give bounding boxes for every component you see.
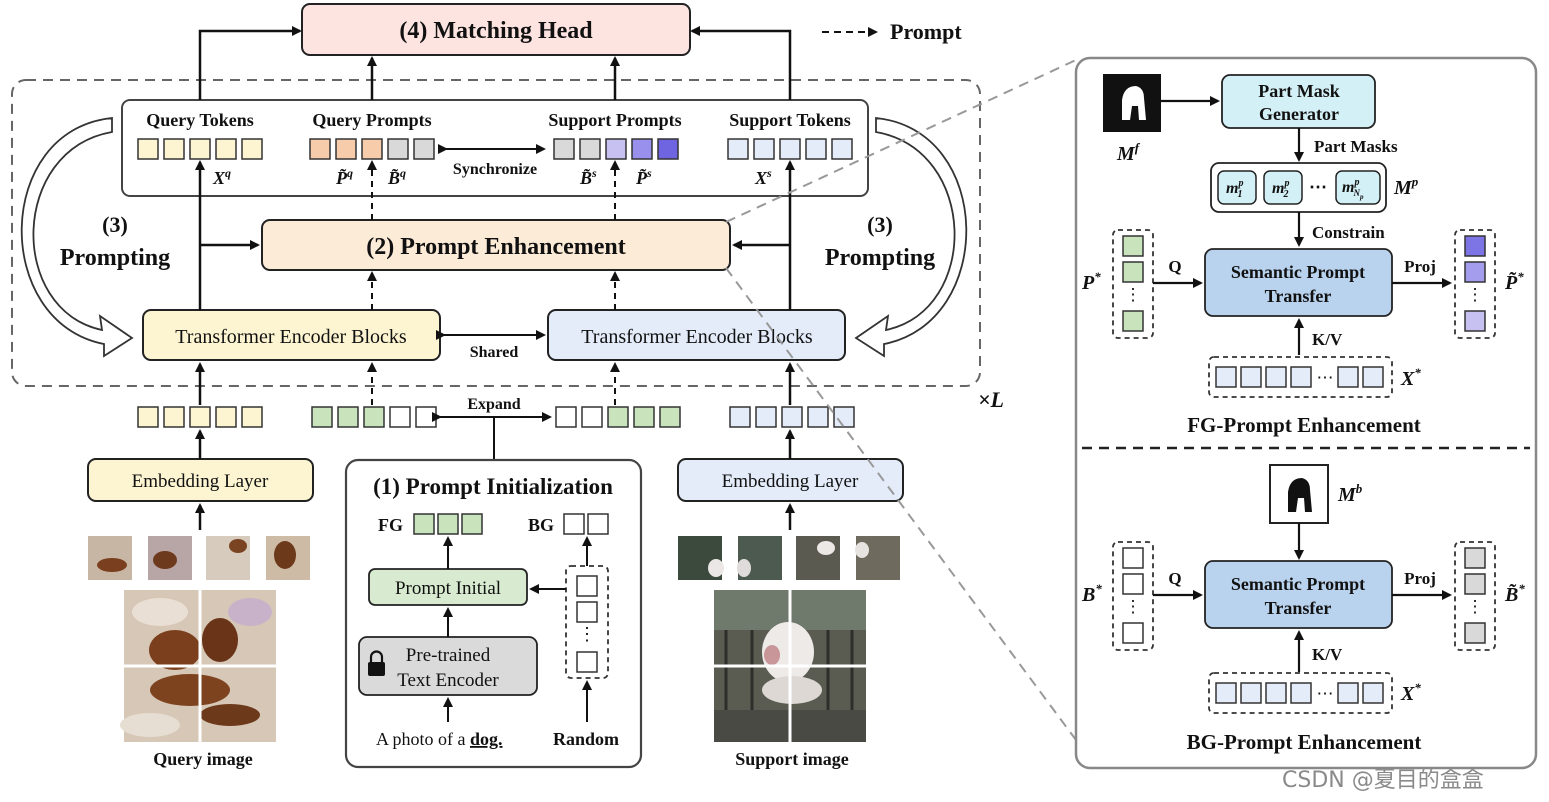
fg-p-star-tokens: [1122, 235, 1144, 332]
support-image-caption: Support image: [735, 749, 849, 769]
times-l-label: ×L: [978, 387, 1004, 412]
prompting-right-word: Prompting: [825, 245, 935, 271]
bg-b-tilde-ellipsis: ⋮: [1467, 597, 1484, 616]
bg-spt-line2: Transfer: [1265, 598, 1332, 618]
query-tokens-label: Query Tokens: [146, 110, 254, 130]
fg-p-tilde-ellipsis: ⋮: [1467, 285, 1484, 304]
bg-b-tilde-tokens: [1464, 547, 1486, 644]
legend-prompt-label: Prompt: [890, 19, 962, 44]
query-embedding-tokens: [137, 406, 263, 428]
prompt-enhancement-box: [261, 219, 731, 271]
bg-b-star-ellipsis: ⋮: [1125, 597, 1142, 616]
query-image-patches: [88, 536, 310, 580]
bg-b-star-dashed: [1112, 541, 1154, 651]
fg-q-label: Q: [1168, 257, 1181, 276]
fg-p-tilde-dashed: [1454, 229, 1496, 339]
expand-label: Expand: [467, 396, 520, 413]
matching-head-label: (4) Matching Head: [399, 18, 593, 44]
text-encoder-line2: Text Encoder: [397, 670, 499, 691]
prompting-curved-arrow-right: [854, 117, 968, 358]
zoom-line-bottom: [725, 267, 1077, 741]
fg-kv-label: K/V: [1312, 330, 1343, 349]
bg-b-star-tokens: [1122, 547, 1144, 644]
lock-icon: [368, 650, 385, 676]
random-label: Random: [553, 729, 619, 749]
watermark: CSDN @夏目的盒盒: [1282, 768, 1484, 793]
fg-prompt-tokens: [413, 513, 483, 535]
synchronize-label: Synchronize: [453, 161, 537, 178]
fg-spt-line2: Transfer: [1265, 286, 1332, 306]
part-mask-generator-line2: Generator: [1259, 104, 1339, 124]
part-mask-generator-line1: Part Mask: [1258, 81, 1339, 101]
fg-spt-line1: Semantic Prompt: [1231, 262, 1365, 282]
bg-b-tilde-dashed: [1454, 541, 1496, 651]
query-encoder-label: Transformer Encoder Blocks: [175, 326, 407, 348]
zoom-line-top: [725, 59, 1077, 223]
support-encoder-label: Transformer Encoder Blocks: [581, 326, 813, 348]
fg-p-star-dashed: [1112, 229, 1154, 339]
prompting-left-word: Prompting: [60, 245, 170, 271]
bg-kv-label: K/V: [1312, 645, 1343, 664]
query-embedding-label: Embedding Layer: [132, 471, 269, 492]
part-masks-label: Part Masks: [1314, 137, 1398, 156]
prompt-initial-label: Prompt Initial: [395, 578, 501, 599]
prompt-enhancement-detail-panel: [1074, 56, 1538, 770]
part-mask-ellipsis: ⋯: [1309, 177, 1327, 197]
bg-spt-line1: Semantic Prompt: [1231, 574, 1365, 594]
bg-x-star-ellipsis: ⋯: [1317, 684, 1334, 703]
part-mask-m1: [1217, 170, 1257, 205]
constrain-label: Constrain: [1312, 223, 1385, 242]
fg-p-star-ellipsis: ⋮: [1125, 285, 1142, 304]
fg-x-star-tokens: [1215, 366, 1384, 388]
bg-prompt-enhancement-title: BG-Prompt Enhancement: [1187, 730, 1422, 754]
support-image-patches: [678, 536, 900, 580]
support-token-row: [727, 138, 853, 160]
support-encoder-box: [547, 309, 846, 361]
arrow-support-to-head: [690, 26, 792, 100]
support-prompt-row: [553, 138, 679, 160]
fg-label: FG: [378, 515, 403, 535]
query-initial-prompts: [311, 406, 437, 428]
arrow-query-to-head: [198, 26, 302, 100]
foreground-mask-silhouette: [1122, 86, 1146, 120]
support-embedding-tokens: [729, 406, 855, 428]
fg-p-tilde-tokens: [1464, 235, 1486, 332]
fg-x-star-ellipsis: ⋯: [1317, 368, 1334, 387]
fg-proj-label: Proj: [1404, 257, 1436, 276]
prompt-enhancement-label: (2) Prompt Enhancement: [366, 234, 626, 260]
support-embedding-label: Embedding Layer: [722, 471, 859, 492]
prompting-left-num: (3): [102, 212, 128, 237]
query-prompts-label: Query Prompts: [312, 110, 431, 130]
random-tokens: [576, 575, 598, 673]
query-prompt-row: [309, 138, 435, 160]
random-ellipsis: ⋮: [578, 624, 596, 644]
fg-prompt-enhancement-title: FG-Prompt Enhancement: [1187, 413, 1421, 437]
shared-label: Shared: [470, 344, 519, 361]
text-prompt-caption: A photo of a dog.: [376, 729, 503, 749]
query-image: [120, 590, 276, 742]
random-dashed-box: [565, 565, 609, 679]
part-mask-mn: [1335, 170, 1381, 205]
support-initial-prompts: [555, 406, 681, 428]
bg-q-label: Q: [1168, 569, 1181, 588]
prompting-right-num: (3): [867, 212, 893, 237]
prompting-curved-arrow-left: [20, 117, 134, 358]
support-image: [714, 590, 866, 742]
query-token-row: [137, 138, 263, 160]
prompt-initialization-title: (1) Prompt Initialization: [373, 474, 613, 499]
bg-x-star-tokens: [1215, 682, 1384, 704]
support-tokens-label: Support Tokens: [729, 110, 851, 130]
bg-prompt-tokens: [563, 513, 609, 535]
part-mask-m2: [1263, 170, 1303, 205]
support-prompts-label: Support Prompts: [548, 110, 681, 130]
bg-proj-label: Proj: [1404, 569, 1436, 588]
text-encoder-line1: Pre-trained: [406, 645, 491, 666]
query-image-caption: Query image: [153, 749, 252, 769]
bg-label: BG: [528, 515, 554, 535]
background-mask-silhouette: [1288, 478, 1312, 512]
